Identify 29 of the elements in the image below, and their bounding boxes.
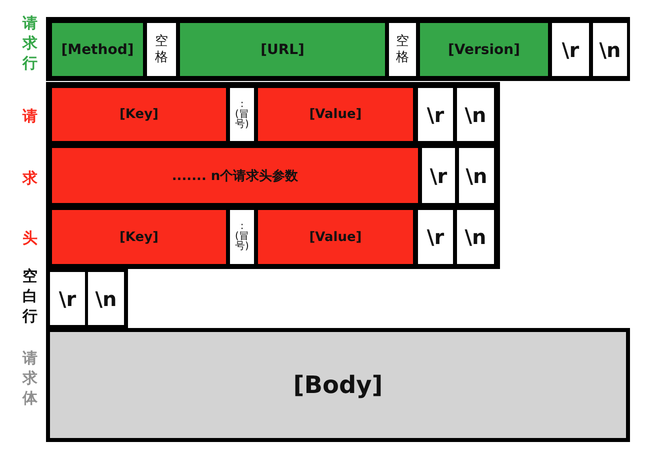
section-label: 空白行 bbox=[21, 266, 38, 326]
colon-cell: :(冒号) bbox=[230, 210, 254, 264]
body-cell: [Body] bbox=[50, 332, 626, 438]
field-cell: [Key] bbox=[52, 88, 226, 141]
lf-cell: \n bbox=[457, 210, 494, 264]
space-cell: 空格 bbox=[389, 23, 416, 76]
cr-cell: \r bbox=[552, 23, 589, 76]
section-label: 头 bbox=[22, 228, 38, 248]
section-label: 请求行 bbox=[21, 13, 38, 73]
field-cell: [Key] bbox=[52, 210, 226, 264]
section-label: 请求体 bbox=[21, 348, 38, 408]
field-cell: ....... n个请求头参数 bbox=[52, 148, 418, 203]
field-cell: [Value] bbox=[258, 210, 413, 264]
field-cell: [Value] bbox=[258, 88, 413, 141]
space-cell: 空格 bbox=[147, 23, 176, 76]
cr-cell: \r bbox=[422, 148, 455, 203]
cr-cell: \r bbox=[418, 88, 453, 141]
field-cell: [URL] bbox=[180, 23, 385, 76]
field-cell: [Method] bbox=[52, 23, 143, 76]
lf-cell: \n bbox=[459, 148, 494, 203]
cr-cell: \r bbox=[50, 272, 85, 325]
lf-cell: \n bbox=[88, 272, 124, 325]
field-cell: [Version] bbox=[420, 23, 548, 76]
lf-cell: \n bbox=[593, 23, 627, 76]
section-label: 求 bbox=[21, 168, 38, 188]
cr-cell: \r bbox=[418, 210, 453, 264]
section-label: 请 bbox=[21, 106, 38, 126]
colon-cell: :(冒号) bbox=[230, 88, 254, 141]
lf-cell: \n bbox=[457, 88, 494, 141]
